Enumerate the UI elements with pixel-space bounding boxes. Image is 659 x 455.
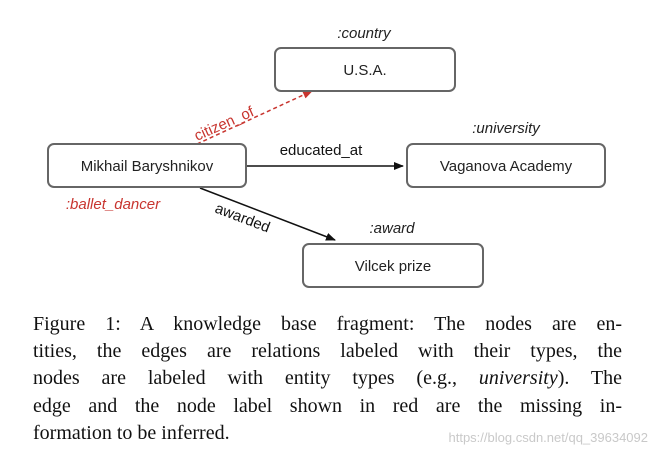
figure-caption: Figure 1: A knowledge base fragment: The…: [33, 311, 622, 447]
node-vilcek: [302, 243, 484, 288]
edge-label-awarded: awarded: [213, 200, 273, 236]
caption-line-last: formation to be inferred.: [33, 421, 230, 444]
node-type-university: :university: [472, 120, 541, 137]
node-label-usa: U.S.A.: [343, 62, 386, 79]
caption-line: Figure 1: A knowledge base fragment: The…: [33, 313, 622, 335]
edge-citizen-of: [196, 90, 313, 145]
edge-label-citizen-of: citizen_of: [192, 103, 258, 145]
caption-line: tities, the edges are relations labeled …: [33, 340, 622, 363]
node-type-award: :award: [369, 220, 415, 237]
node-label-baryshnikov: Mikhail Baryshnikov: [81, 158, 214, 175]
node-usa: [274, 47, 456, 92]
watermark: https://blog.csdn.net/qq_39634092: [448, 430, 649, 445]
edge-awarded: [199, 187, 336, 241]
caption-text: ). The: [557, 367, 622, 390]
node-type-country: :country: [337, 25, 392, 42]
node-vaganova: [406, 143, 606, 188]
caption-line: edge and the node label shown in red are…: [33, 394, 622, 417]
node-baryshnikov: [47, 143, 247, 188]
node-label-vilcek: Vilcek prize: [355, 258, 431, 275]
node-label-vaganova: Vaganova Academy: [440, 158, 573, 175]
caption-text: nodes are labeled with entity types (e.g…: [33, 367, 479, 390]
caption-line: nodes are labeled with entity types (e.g…: [33, 365, 622, 392]
caption-emphasis: university: [478, 367, 558, 390]
knowledge-graph-diagram: citizen_of educated_at awarded :country …: [47, 25, 606, 288]
node-type-ballet-dancer: :ballet_dancer: [66, 196, 161, 213]
edge-label-educated-at: educated_at: [280, 142, 363, 159]
